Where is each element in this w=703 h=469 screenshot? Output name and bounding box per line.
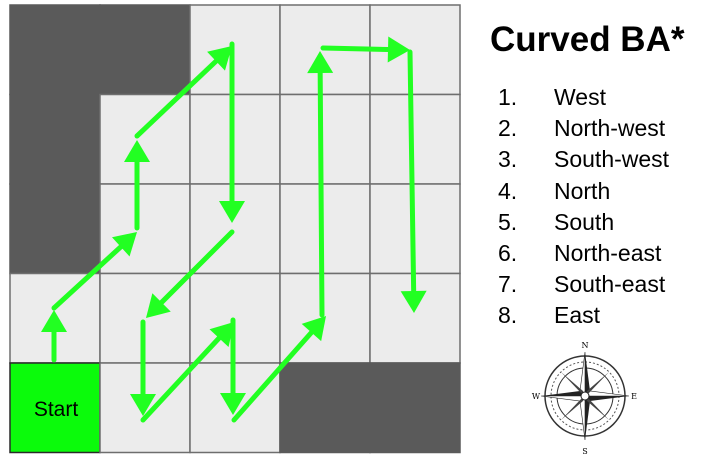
direction-list: 1. West 2. North-west 3. South-west 4. North… [498, 82, 669, 332]
direction-label: North-east [554, 239, 662, 266]
grid-cell [369, 93, 461, 185]
obstacle-cell [9, 93, 101, 185]
direction-label: East [554, 302, 601, 329]
direction-label: West [554, 84, 606, 110]
direction-item: 6. North-east [498, 238, 669, 269]
grid-cell [279, 183, 371, 275]
path-arrow [130, 319, 156, 416]
path-arrow [220, 317, 246, 415]
path-arrow [134, 46, 232, 139]
grid-cell [189, 93, 281, 185]
direction-number: 4. [498, 177, 518, 204]
path-arrow [307, 51, 334, 318]
path-arrow [146, 229, 235, 318]
direction-number: 3. [498, 146, 518, 173]
compass-north-label: N [582, 341, 589, 350]
path-arrow [219, 41, 245, 223]
direction-label: South [554, 208, 615, 235]
path-arrow [124, 140, 150, 231]
obstacle-cell [369, 362, 461, 454]
direction-number: 7. [498, 271, 518, 298]
direction-label: North [554, 177, 611, 204]
direction-number: 1. [498, 84, 518, 110]
path-arrow [231, 316, 326, 423]
direction-item: 2. North-west [498, 113, 669, 144]
direction-item: 3. South-west [498, 144, 669, 175]
grid-cell [189, 4, 281, 96]
grid-cell [279, 93, 371, 185]
path-arrow [41, 310, 67, 363]
obstacle-cell [9, 183, 101, 275]
grid-cell [99, 93, 191, 185]
obstacle-cell [9, 4, 101, 96]
coverage-grid-diagram: Start [9, 4, 461, 454]
legend-title: Curved BA* [490, 20, 685, 59]
path-arrow [320, 36, 410, 63]
direction-item: 1. West [498, 82, 669, 113]
direction-label: South-east [554, 271, 666, 298]
direction-number: 2. [498, 115, 518, 142]
start-label: Start [34, 398, 79, 421]
legend-panel: Curved BA* 1. West 2. North-west 3. South-w… [470, 0, 703, 469]
start-cell [9, 362, 101, 454]
compass-south-label: S [582, 447, 587, 456]
direction-number: 6. [498, 239, 518, 266]
obstacle-cell [279, 362, 371, 454]
obstacle-cell [99, 4, 191, 96]
direction-item: 5. South [498, 207, 669, 238]
path-arrow [51, 232, 137, 311]
direction-number: 8. [498, 302, 518, 329]
compass-east-label: E [631, 392, 637, 401]
compass-rose-icon: N S E W [532, 341, 637, 456]
direction-item: 7. South-east [498, 269, 669, 300]
path-arrow [400, 49, 427, 313]
grid-cell [99, 183, 191, 275]
direction-label: North-west [554, 115, 666, 142]
compass-west-label: W [532, 392, 541, 401]
path-arrow [140, 322, 234, 423]
direction-item: 4. North [498, 176, 669, 207]
direction-label: South-west [554, 146, 670, 173]
direction-item: 8. East [498, 300, 669, 331]
direction-number: 5. [498, 208, 518, 235]
